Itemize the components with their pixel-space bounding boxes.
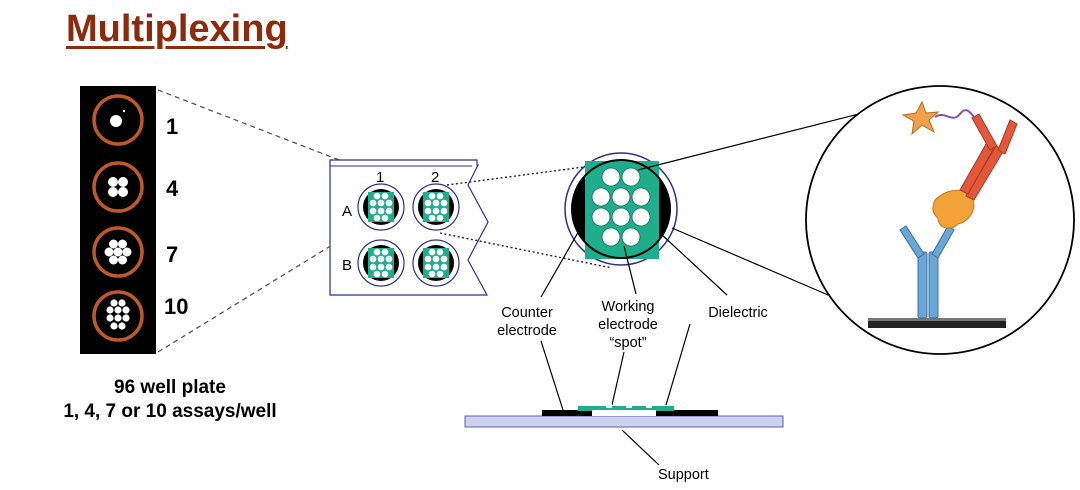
well-4-spots <box>92 161 144 213</box>
electrode-spot <box>436 248 444 256</box>
electrode-spot <box>611 207 631 227</box>
electrode-spot <box>436 270 444 278</box>
antibody-sandwich <box>805 85 1075 355</box>
electrode-spot <box>436 192 444 200</box>
caption-line: 1, 4, 7 or 10 assays/well <box>63 401 277 422</box>
electrode-spot <box>424 255 432 263</box>
electrode-spot <box>369 263 377 271</box>
spot-count-label: 1 <box>166 114 178 139</box>
electrode-spot <box>440 263 448 271</box>
electrode-spot <box>381 270 389 278</box>
electrode-spot <box>369 199 377 207</box>
cross-section-leaders <box>540 323 691 411</box>
electrode-spot <box>369 207 377 215</box>
cross-section <box>464 404 784 428</box>
electrode-spot <box>377 199 385 207</box>
electrode-spot <box>385 263 393 271</box>
electrode-spot <box>424 207 432 215</box>
electrode-spot <box>428 248 436 256</box>
electrode-spot <box>436 214 444 222</box>
electrode-spot <box>432 263 440 271</box>
star-label-icon <box>901 100 940 136</box>
electrode-spot <box>385 255 393 263</box>
electrode-spot <box>591 207 611 227</box>
electrode-spot <box>621 227 641 247</box>
electrode-spot <box>381 192 389 200</box>
electrode-spot <box>428 270 436 278</box>
electrode-spot <box>377 207 385 215</box>
spot-count-label: 7 <box>166 242 178 267</box>
electrode-spot <box>373 248 381 256</box>
electrode-spot <box>377 263 385 271</box>
electrode-spot <box>369 255 377 263</box>
row-label: B <box>342 257 352 274</box>
plate-wells <box>357 183 460 287</box>
plate-well <box>357 239 405 287</box>
support-label: Support <box>658 467 709 483</box>
linker-line <box>934 109 976 119</box>
electrode-spot <box>432 199 440 207</box>
electrode-spot <box>424 263 432 271</box>
working-electrode-label: “spot” <box>609 335 646 351</box>
electrode-spot <box>373 214 381 222</box>
electrode-spot <box>631 187 651 207</box>
plate-well <box>412 183 460 231</box>
plate-section <box>329 159 489 296</box>
electrode-spot <box>631 207 651 227</box>
electrode-spot <box>621 167 641 187</box>
electrode-spot <box>432 255 440 263</box>
support-leader-line <box>621 429 660 466</box>
electrode-spot <box>440 207 448 215</box>
electrode-spot <box>440 199 448 207</box>
column-label: 1 <box>376 169 384 186</box>
counter-electrode-label: Counter <box>501 305 553 321</box>
row-label: A <box>342 203 352 220</box>
plate-caption: 96 well plate 1, 4, 7 or 10 assays/well <box>20 376 320 424</box>
electrode-spot <box>424 199 432 207</box>
electrode-spot <box>440 255 448 263</box>
column-label: 2 <box>431 169 439 186</box>
electrode-spot <box>428 214 436 222</box>
electrode-spot <box>601 167 621 187</box>
label-leader-lines <box>540 221 728 298</box>
plate-well <box>357 183 405 231</box>
dielectric-label: Dielectric <box>708 305 768 321</box>
counter-electrode-label: electrode <box>497 323 557 339</box>
electrode-spot <box>373 192 381 200</box>
electrode-spot <box>381 214 389 222</box>
electrode-spot <box>591 187 611 207</box>
caption-line: 96 well plate <box>114 377 226 398</box>
detection-antibody <box>959 113 1018 201</box>
well-strip <box>80 86 156 354</box>
electrode-spot <box>385 207 393 215</box>
well-10-spots <box>92 290 144 342</box>
zoom-dotted-lines <box>439 166 613 269</box>
electrode-spot <box>432 207 440 215</box>
well-7-spots <box>92 226 144 278</box>
well-1-spot <box>92 94 144 146</box>
electrode-spot <box>611 187 631 207</box>
electrode-spot <box>381 248 389 256</box>
plate-well <box>412 239 460 287</box>
electrode-spot <box>601 227 621 247</box>
spot-count-label: 4 <box>166 176 179 201</box>
working-electrode-spots <box>591 167 651 247</box>
electrode-spot <box>377 255 385 263</box>
zoom-dashed-lines <box>157 89 366 353</box>
page-title: Multiplexing <box>66 8 288 50</box>
electrode-spot <box>373 270 381 278</box>
electrode-spot <box>428 192 436 200</box>
working-electrode-label: electrode <box>598 317 658 333</box>
working-electrode-label: Working <box>602 299 655 315</box>
electrode-spot <box>385 199 393 207</box>
spot-count-label: 10 <box>164 294 188 319</box>
capture-antibody <box>899 225 955 319</box>
